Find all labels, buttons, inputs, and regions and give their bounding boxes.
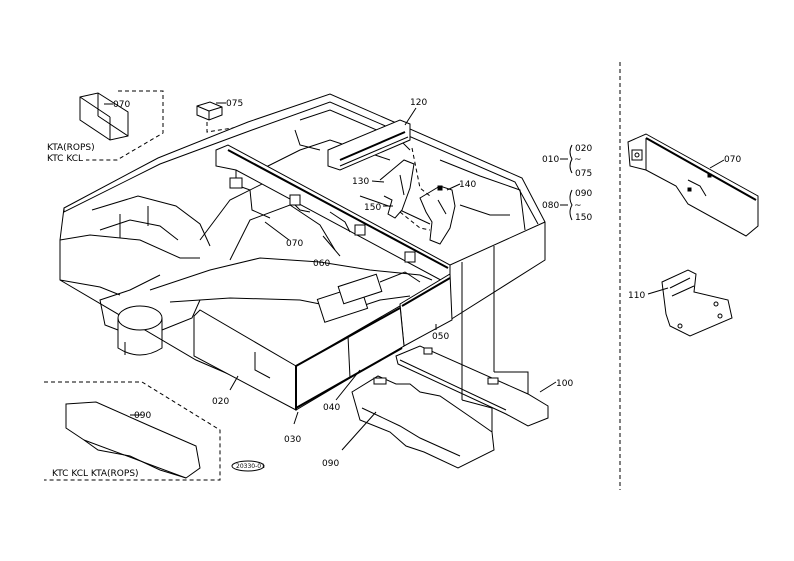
label-090-bottom: 090 bbox=[322, 459, 339, 469]
leader-030 bbox=[293, 411, 299, 425]
label-150: 150 bbox=[364, 203, 381, 213]
part-100-plate bbox=[395, 345, 549, 427]
label-070-right: 070 bbox=[724, 155, 741, 165]
stamp-oval bbox=[231, 460, 265, 472]
label-040: 040 bbox=[323, 403, 340, 413]
label-070-top-left: 070 bbox=[113, 100, 130, 110]
guide-100-4 bbox=[461, 399, 493, 432]
label-140: 140 bbox=[459, 180, 476, 190]
legend-group-b-1: 090 bbox=[575, 189, 592, 199]
legend-tilde-b: ~ bbox=[574, 201, 582, 211]
legend-left-b: 080 bbox=[542, 201, 559, 211]
part-090-plate-left bbox=[44, 381, 221, 481]
leader-140 bbox=[446, 183, 461, 191]
label-020: 020 bbox=[212, 397, 229, 407]
stamp-text: 20330-01 bbox=[236, 463, 265, 470]
guide-140 bbox=[411, 147, 431, 197]
guide-100-3 bbox=[494, 371, 529, 394]
part-070-cover-top-left bbox=[79, 90, 164, 161]
leader-120 bbox=[404, 107, 417, 126]
label-050: 050 bbox=[432, 332, 449, 342]
guide-150 bbox=[399, 211, 431, 231]
label-130: 130 bbox=[352, 177, 369, 187]
leader-130 bbox=[371, 180, 385, 183]
label-030: 030 bbox=[284, 435, 301, 445]
leader-070-right bbox=[709, 159, 725, 169]
note-ktc-kcl-kta-bottom: KTC KCL KTA(ROPS) bbox=[52, 469, 139, 479]
legend-left-a: 010 bbox=[542, 155, 559, 165]
part-020-front-box bbox=[193, 305, 405, 411]
label-070-mid: 070 bbox=[286, 239, 303, 249]
part-120-panel bbox=[327, 119, 411, 171]
legend-group-a-1: 020 bbox=[575, 144, 592, 154]
label-100: 100 bbox=[556, 379, 573, 389]
part-110-mount bbox=[661, 269, 733, 337]
leader-070-mid bbox=[264, 221, 290, 241]
reference-legend: 010 020 ~ 075 080 090 ~ 150 bbox=[542, 144, 592, 223]
label-110: 110 bbox=[628, 291, 645, 301]
note-ktc-kcl-top: KTC KCL bbox=[47, 154, 83, 164]
label-075: 075 bbox=[226, 99, 243, 109]
note-kta-rops-top: KTA(ROPS) bbox=[47, 143, 95, 153]
label-120: 120 bbox=[410, 98, 427, 108]
label-060: 060 bbox=[313, 259, 330, 269]
part-070-right-bracket bbox=[627, 133, 759, 237]
legend-group-b-2: 150 bbox=[575, 213, 592, 223]
legend-group-a-2: 075 bbox=[575, 169, 592, 179]
leader-040 bbox=[335, 369, 361, 401]
label-090-left: 090 bbox=[134, 411, 151, 421]
leader-110 bbox=[647, 287, 669, 295]
leader-090-bottom bbox=[341, 411, 377, 451]
part-130-bracket bbox=[379, 159, 415, 219]
leader-100 bbox=[539, 381, 557, 393]
leader-020 bbox=[229, 375, 239, 391]
part-075-block bbox=[196, 101, 223, 121]
leader-060 bbox=[322, 235, 341, 257]
legend-tilde-a: ~ bbox=[574, 155, 582, 165]
part-140-bracket bbox=[419, 185, 456, 245]
main-frame bbox=[59, 93, 546, 406]
